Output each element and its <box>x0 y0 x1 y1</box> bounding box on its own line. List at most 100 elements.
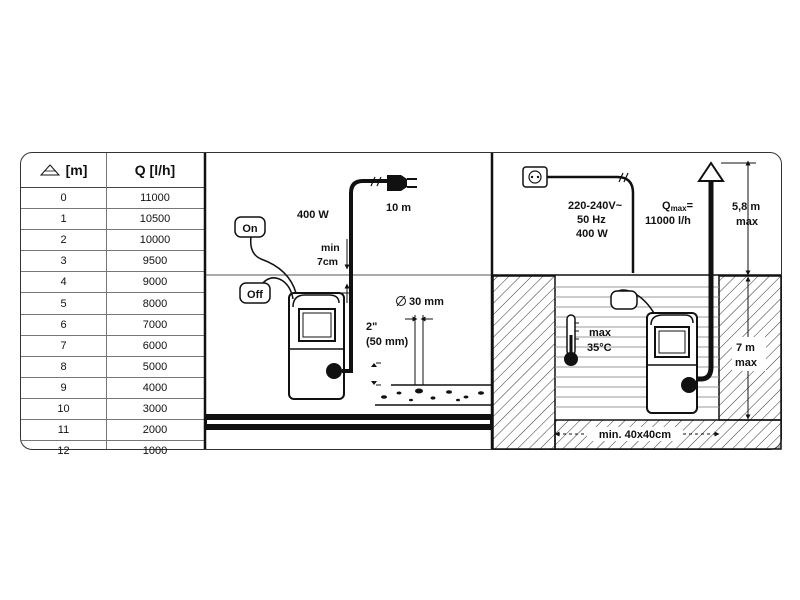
head-cell: 6 <box>60 318 67 331</box>
frequency-label: 50 Hz <box>577 214 606 226</box>
qmax-value-label: 11000 l/h <box>645 215 691 227</box>
cable-break-r2 <box>623 172 629 183</box>
table-row: 0 11000 <box>21 188 204 210</box>
table-row: 8 5000 <box>21 357 204 378</box>
hose-inch-label: 2" <box>366 321 377 333</box>
head-cell: 3 <box>60 255 67 268</box>
float-off-icon <box>239 282 271 304</box>
flow-table: [m] Q [l/h] 0 11000 1 10500 2 10000 3 9500 4 9000… <box>21 153 204 457</box>
depth-label: 7 m <box>736 342 755 354</box>
cable-break-r1 <box>618 172 624 183</box>
basin-label: min. 40x40cm <box>599 429 671 441</box>
discharge-arrow <box>697 161 725 182</box>
pit-diagram: 220-240V~ 50 Hz 400 W Qmax= 11000 l/h <box>492 160 782 450</box>
gravel-bed <box>375 384 491 406</box>
basin-label-bg <box>587 427 683 441</box>
head-cell: 10 <box>57 402 70 415</box>
flow-cell: 6000 <box>142 339 168 352</box>
depth-max-label: max <box>735 357 758 369</box>
flow-cell: 7000 <box>142 318 168 331</box>
pump-spec-panel: [m] Q [l/h] 0 11000 1 10500 2 10000 3 9500 4 9000… <box>20 152 782 457</box>
height-top-label: 5,8 m <box>732 201 760 213</box>
off-label: Off <box>247 289 263 301</box>
table-header: [m] Q [l/h] <box>21 153 204 188</box>
right-power-label: 400 W <box>576 228 608 240</box>
table-row: 11 2000 <box>21 420 204 442</box>
flow-cell: 9500 <box>142 255 168 268</box>
min-value-label: 7cm <box>317 256 338 268</box>
head-cell: 11 <box>57 424 70 437</box>
thermometer-icon <box>564 314 579 366</box>
floor-top <box>206 415 491 420</box>
voltage-label: 220-240V~ <box>568 200 623 212</box>
head-cell: 8 <box>60 360 67 373</box>
head-cell: 0 <box>60 192 67 205</box>
table-body: 0 11000 1 10500 2 10000 3 9500 4 9000 5 8000 6 7000 7 6… <box>21 188 204 461</box>
float-cable-off <box>260 277 294 300</box>
temp-value-label: 35°C <box>587 342 612 354</box>
table-row: 9 4000 <box>21 378 204 399</box>
pipe-diameter-label: 30 mm <box>409 296 444 308</box>
flow-cell: 9000 <box>142 276 168 289</box>
min-label: min <box>321 242 340 254</box>
head-cell: 2 <box>60 234 67 247</box>
flow-cell: 5000 <box>142 360 168 373</box>
float-cable-on <box>249 230 297 294</box>
on-label: On <box>242 223 258 235</box>
table-row: 4 9000 <box>21 272 204 294</box>
hose-arrow-up <box>371 363 377 367</box>
table-divider <box>106 153 107 449</box>
flow-cell: 2000 <box>142 424 168 437</box>
floor-bottom <box>206 424 491 429</box>
cable-length-label: 10 m <box>386 202 411 214</box>
discharge-pipe-right <box>693 179 714 382</box>
head-cell: 7 <box>60 339 67 352</box>
flow-cell: 1000 <box>142 445 168 458</box>
installation-diagram: On Off 400 W 10 m min 7cm 2" (50 mm) 30 … <box>203 153 782 450</box>
head-cell: 12 <box>57 445 70 458</box>
cable-break-2 <box>376 176 382 187</box>
hose-mm-label: (50 mm) <box>366 336 409 348</box>
head-column-header: [m] <box>21 162 106 178</box>
float-switch-icon <box>610 290 638 310</box>
cable-break-1 <box>370 176 376 187</box>
flat-floor-diagram: On Off 400 W 10 m min 7cm 2" (50 mm) 30 … <box>205 175 492 430</box>
qmax-label: Qmax= <box>662 200 693 213</box>
temp-max-label: max <box>589 327 612 339</box>
table-row: 6 7000 <box>21 315 204 336</box>
table-row: 5 8000 <box>21 293 204 315</box>
pump-left <box>288 292 345 400</box>
head-cell: 1 <box>60 213 67 226</box>
diameter-slash <box>396 295 406 307</box>
pit-wall-left <box>492 275 556 450</box>
head-cell: 4 <box>60 276 67 289</box>
flow-cell: 11000 <box>140 192 170 205</box>
hose-arrow-down <box>371 381 377 385</box>
flow-column-header: Q [l/h] <box>134 162 176 178</box>
flow-cell: 4000 <box>142 381 168 394</box>
table-row: 3 9500 <box>21 251 204 273</box>
left-power-label: 400 W <box>297 209 329 221</box>
table-row: 2 10000 <box>21 230 204 252</box>
height-top-max-label: max <box>736 216 759 228</box>
table-row: 1 10500 <box>21 209 204 231</box>
depth-label-bg <box>732 337 766 371</box>
float-on-icon <box>234 216 266 238</box>
head-cell: 5 <box>60 297 67 310</box>
discharge-pipe <box>342 179 387 373</box>
head-unit-label: [m] <box>65 162 88 178</box>
table-row: 12 1000 <box>21 441 204 461</box>
head-triangle-icon <box>39 164 60 176</box>
plug-icon <box>387 175 417 191</box>
head-cell: 9 <box>60 381 67 394</box>
flow-cell: 10000 <box>139 234 171 247</box>
pump-right <box>646 312 698 414</box>
socket-icon <box>522 166 548 188</box>
flow-cell: 3000 <box>142 402 168 415</box>
table-row: 10 3000 <box>21 399 204 421</box>
flow-cell: 10500 <box>139 213 171 226</box>
table-row: 7 6000 <box>21 336 204 357</box>
diameter-symbol <box>396 296 406 306</box>
flow-cell: 8000 <box>142 297 168 310</box>
power-cable-right <box>547 175 635 273</box>
